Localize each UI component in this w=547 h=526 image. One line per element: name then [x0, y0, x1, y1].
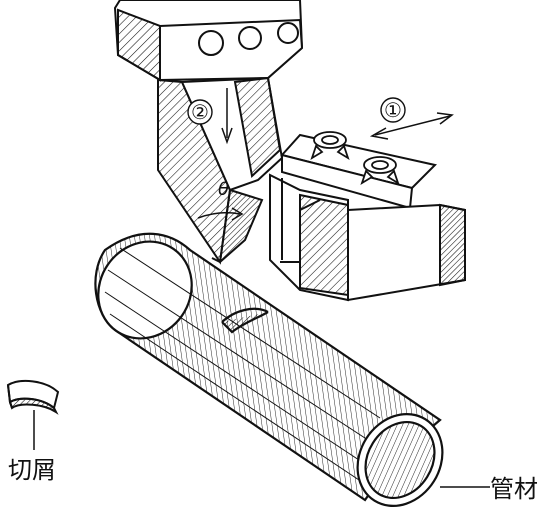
chip-piece — [6, 379, 60, 415]
punch-blade — [157, 76, 284, 265]
punch-holder-block — [113, 0, 304, 82]
marker-2-label: ② — [191, 100, 209, 124]
marker-1-label: ① — [384, 98, 402, 122]
tube-notch — [221, 307, 269, 323]
wing-screw-2 — [360, 156, 400, 186]
punch-motion-marker: ② — [187, 88, 233, 145]
holder-hole-2 — [238, 26, 262, 50]
chip-label: 切屑 — [8, 456, 56, 484]
holder-hole-1 — [198, 30, 224, 56]
angle-label: θ — [218, 179, 229, 200]
tube — [94, 232, 444, 507]
wing-screw-1 — [310, 131, 350, 161]
die-direction-arrow — [374, 115, 451, 136]
tube-label: 管材 — [490, 475, 538, 503]
die-block — [269, 133, 466, 302]
die-motion-marker: ① — [369, 97, 454, 140]
holder-hole-3 — [277, 22, 299, 44]
angle-indicator: θ — [197, 179, 244, 221]
